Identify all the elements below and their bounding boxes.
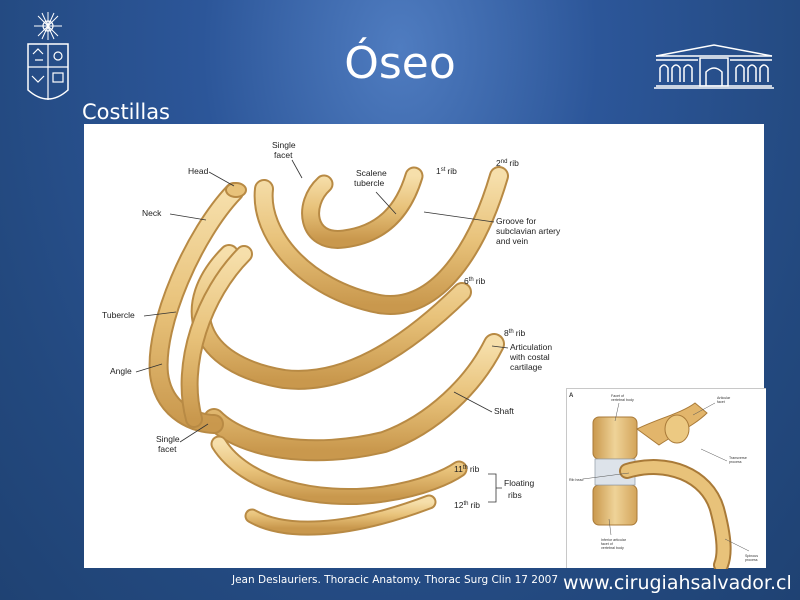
inset-label-inferior-3: vertebral body: [601, 546, 624, 550]
inset-label-spinous: Spinous: [745, 554, 758, 558]
hospital-building-logo: [654, 44, 774, 89]
twelfth-rib: [244, 494, 437, 536]
label-neck: Neck: [142, 208, 162, 218]
label-articulation-2: with costal: [509, 352, 550, 362]
rib-illustration: Head Neck Tubercle Angle Single facet Sc…: [102, 140, 561, 536]
inset-label-inferior-2: facet of: [601, 542, 613, 546]
label-angle: Angle: [110, 366, 132, 376]
inset-label-articular-2: facet: [717, 400, 725, 404]
eleventh-rib: [210, 435, 468, 505]
label-articulation: Articulation: [510, 342, 552, 352]
label-floating: Floating: [504, 478, 535, 488]
inset-label-rib-head: Rib head: [569, 478, 583, 482]
label-scalene: Scalene: [356, 168, 387, 178]
eighth-rib: [203, 333, 505, 462]
inset-label-facet-vertebral: Facet of: [611, 394, 624, 398]
label-articulation-3: cartilage: [510, 362, 542, 372]
label-tubercle: Tubercle: [102, 310, 135, 320]
inset-label-transverse: Transverse: [729, 456, 747, 460]
label-head: Head: [188, 166, 209, 176]
label-groove: Groove for: [496, 216, 536, 226]
slide-subtitle: Costillas: [82, 100, 170, 124]
label-single-facet-top: Single: [272, 140, 296, 150]
label-groove-2: subclavian artery: [496, 226, 561, 236]
inset-label-transverse-2: process: [729, 460, 742, 464]
label-scalene-2: tubercle: [354, 178, 385, 188]
label-shaft: Shaft: [494, 406, 514, 416]
slide-title: Óseo: [344, 38, 456, 89]
inset-label-articular: Articular: [717, 396, 731, 400]
first-rib: [301, 166, 424, 249]
label-single-facet-bottom-2: facet: [158, 444, 177, 454]
website-url: www.cirugiahsalvador.cl: [563, 572, 792, 594]
label-floating-2: ribs: [508, 490, 522, 500]
sixth-rib: [190, 244, 472, 390]
second-rib: [253, 166, 509, 315]
inset-label-facet-vertebral-2: vertebral body: [611, 398, 634, 402]
source-citation: Jean Deslauriers. Thoracic Anatomy. Thor…: [232, 574, 559, 586]
inset-label-spinous-2: process: [745, 558, 758, 562]
inset-label-inferior: Inferior articular: [601, 538, 627, 542]
university-crest-logo: [27, 12, 69, 100]
leader-lines: [135, 159, 509, 503]
label-groove-3: and vein: [496, 236, 528, 246]
label-single-facet-top-2: facet: [274, 150, 293, 160]
label-single-facet-bottom: Single: [156, 434, 180, 444]
costovertebral-joint-inset: A Facet of vertebral body Articular face…: [566, 388, 766, 573]
inset-illustration: A Facet of vertebral body Articular face…: [569, 393, 758, 573]
inset-letter: A: [569, 393, 574, 399]
posterior-rib: [180, 245, 253, 428]
